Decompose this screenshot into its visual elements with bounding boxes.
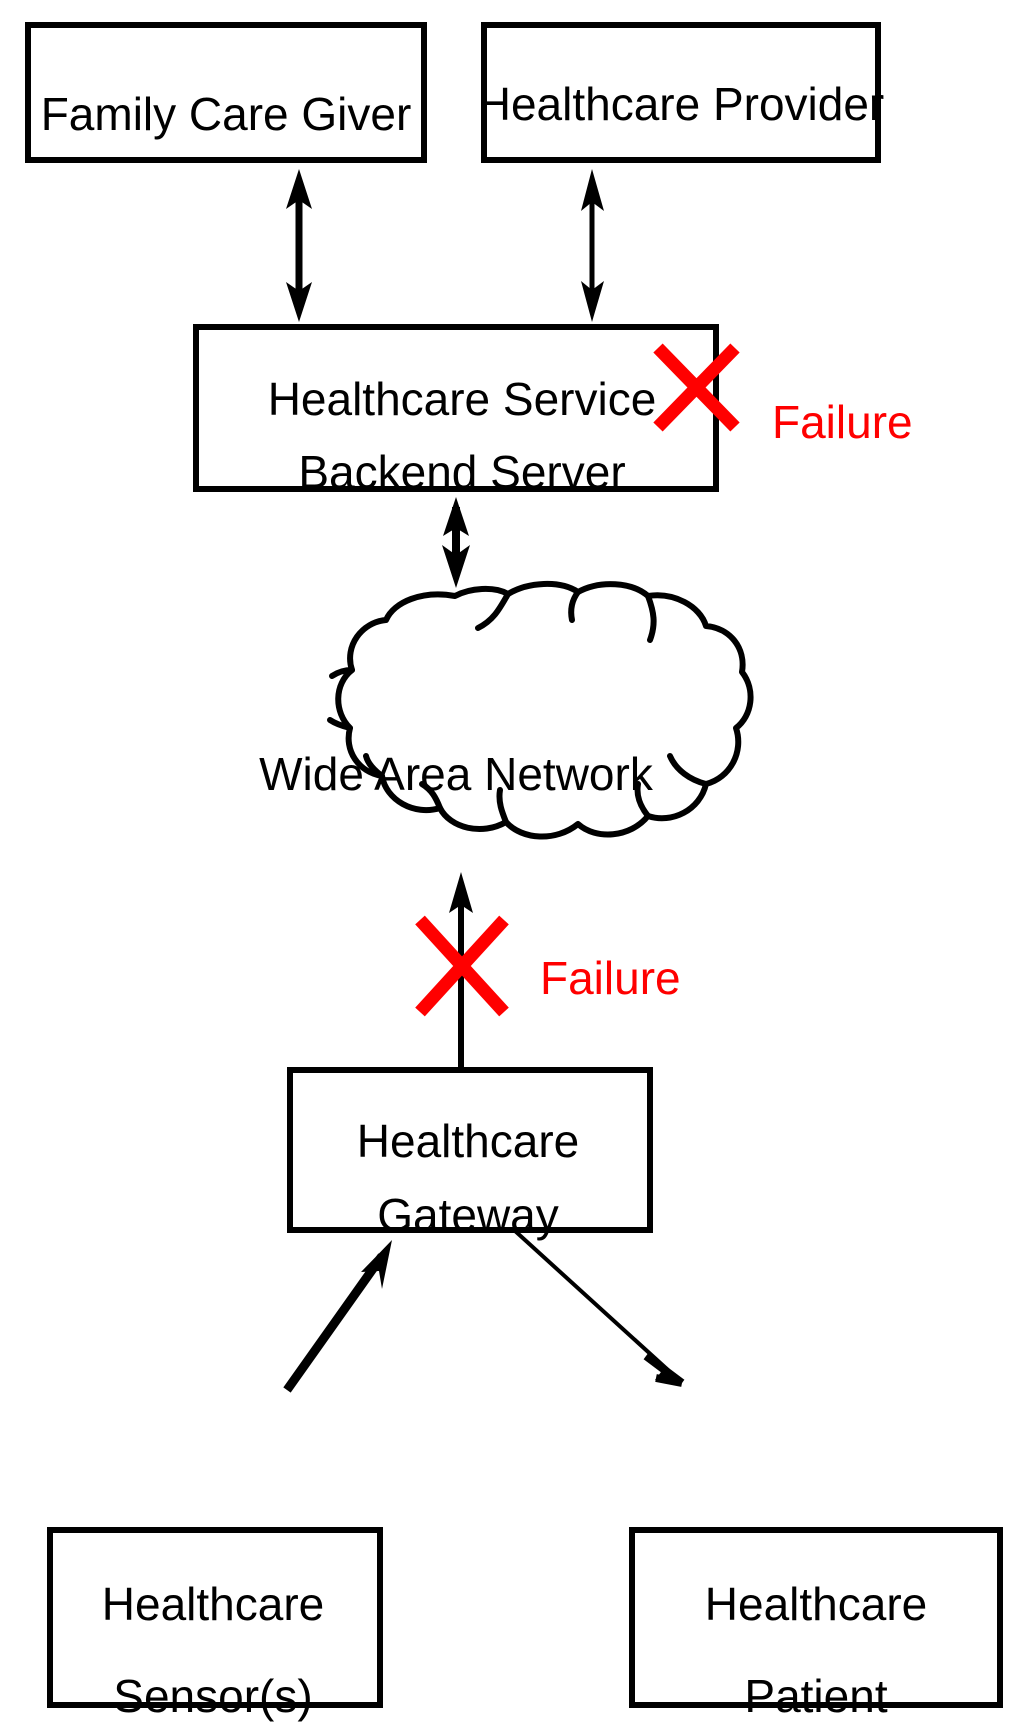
node-wide-area-network[interactable]: Wide Area Network bbox=[259, 580, 754, 840]
caregiver-server-arrowhead-down bbox=[286, 282, 312, 322]
cloud-inner-bump-9 bbox=[327, 717, 353, 731]
failure-link-x-stroke2 bbox=[415, 915, 509, 1017]
cloud-inner-bump-4 bbox=[667, 753, 709, 787]
cloud-inner-bump-10 bbox=[329, 667, 355, 679]
healthcare-gateway-label-line1: Healthcare bbox=[357, 1115, 579, 1167]
server-wan-arrowhead-up bbox=[443, 497, 469, 536]
node-healthcare-provider[interactable]: Healthcare Provider bbox=[478, 22, 885, 163]
node-healthcare-gateway[interactable]: Healthcare Gateway bbox=[287, 1067, 653, 1241]
healthcare-patient-label-line1: Healthcare bbox=[705, 1578, 927, 1630]
healthcare-gateway-box[interactable] bbox=[287, 1067, 653, 1233]
healthcare-sensors-label-line1: Healthcare bbox=[102, 1578, 324, 1630]
caregiver-server-arrowhead-up bbox=[286, 169, 312, 209]
family-care-giver-box[interactable] bbox=[25, 22, 427, 163]
gateway-patient-line bbox=[512, 1228, 670, 1372]
provider-server-arrowhead-down bbox=[581, 281, 604, 322]
node-backend-server[interactable]: Healthcare Service Backend Server bbox=[193, 324, 719, 498]
cloud-inner-bump-1 bbox=[475, 591, 511, 631]
provider-server-arrowhead-up bbox=[581, 169, 604, 211]
healthcare-sensors-box[interactable] bbox=[47, 1527, 383, 1708]
healthcare-provider-box[interactable] bbox=[481, 22, 881, 163]
sensors-gateway-arrowhead bbox=[361, 1240, 392, 1289]
node-healthcare-sensors[interactable]: Healthcare Sensor(s) bbox=[47, 1527, 383, 1722]
failure-backend-x-stroke2 bbox=[653, 343, 740, 432]
healthcare-patient-label-line2: Patient bbox=[744, 1670, 887, 1722]
wide-area-network-label: Wide Area Network bbox=[259, 748, 654, 800]
cloud-inner-bump-8 bbox=[363, 753, 385, 779]
healthcare-sensors-label-line2: Sensor(s) bbox=[113, 1670, 312, 1722]
sensors-gateway-line bbox=[283, 1253, 386, 1393]
edge-gateway-patient bbox=[512, 1228, 685, 1387]
server-wan-arrowhead-down bbox=[442, 545, 470, 588]
cloud-inner-bump-2 bbox=[568, 589, 581, 623]
failure-backend-server: Failure bbox=[653, 343, 913, 448]
healthcare-gateway-label-line2: Gateway bbox=[377, 1189, 559, 1241]
edge-server-wan bbox=[442, 497, 470, 588]
cloud-inner-bump-3 bbox=[645, 593, 657, 643]
healthcare-provider-label: Healthcare Provider bbox=[478, 78, 885, 130]
cloud-inner-bump-6 bbox=[496, 787, 509, 825]
failure-wan-gateway: Failure bbox=[415, 915, 681, 1017]
cloud-inner-bump-5 bbox=[634, 781, 651, 819]
edge-caregiver-server bbox=[286, 169, 312, 322]
node-healthcare-patient[interactable]: Healthcare Patient bbox=[629, 1527, 1003, 1722]
backend-server-label-line2: Backend Server bbox=[298, 446, 625, 498]
cloud-inner-bump-7 bbox=[419, 781, 443, 811]
wide-area-network-cloud[interactable] bbox=[335, 580, 754, 840]
wan-gateway-arrowhead-up bbox=[449, 872, 473, 913]
gateway-patient-arrowhead-wing2 bbox=[655, 1374, 683, 1387]
node-family-care-giver[interactable]: Family Care Giver bbox=[25, 22, 427, 163]
healthcare-patient-box[interactable] bbox=[629, 1527, 1003, 1708]
edge-sensors-gateway bbox=[283, 1240, 392, 1393]
family-care-giver-label: Family Care Giver bbox=[41, 88, 412, 140]
failure-backend-label: Failure bbox=[772, 396, 913, 448]
backend-server-label-line1: Healthcare Service bbox=[268, 373, 657, 425]
failure-link-label: Failure bbox=[540, 952, 681, 1004]
edge-provider-server bbox=[581, 169, 604, 322]
